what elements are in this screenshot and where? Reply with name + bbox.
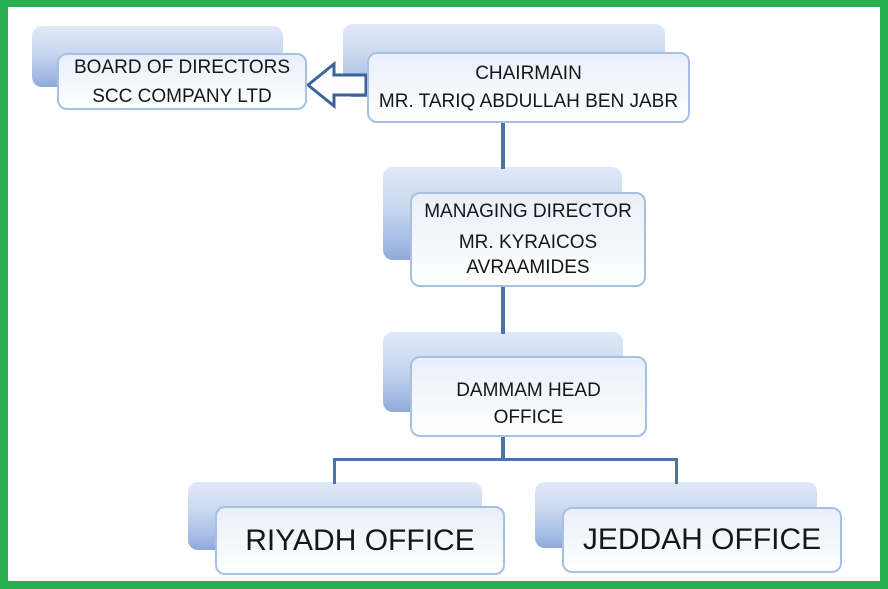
- board-node-box: BOARD OF DIRECTORS SCC COMPANY LTD: [57, 53, 307, 110]
- chairman-name: MR. TARIQ ABDULLAH BEN JABR: [378, 90, 679, 112]
- managing-director-name: MR. KYRAICOS AVRAAMIDES: [458, 232, 598, 278]
- connector-dammam-stub: [501, 436, 505, 460]
- riyadh-office-label: RIYADH OFFICE: [245, 523, 475, 557]
- chairman-title: CHAIRMAIN: [475, 62, 582, 84]
- board-line-2: SCC COMPANY LTD: [92, 85, 272, 107]
- connector-drop-riyadh: [333, 458, 336, 484]
- jeddah-office-node-box: JEDDAH OFFICE: [562, 507, 842, 573]
- connector-managing-dammam: [501, 286, 505, 334]
- riyadh-office-node-box: RIYADH OFFICE: [215, 506, 505, 575]
- dammam-office-label: DAMMAM HEAD OFFICE: [456, 379, 601, 428]
- connector-horizontal-bar: [333, 458, 678, 461]
- connector-chairman-managing: [501, 121, 505, 169]
- left-block-arrow-icon: [305, 60, 368, 110]
- jeddah-office-label: JEDDAH OFFICE: [582, 523, 822, 556]
- chairman-node-box: CHAIRMAIN MR. TARIQ ABDULLAH BEN JABR: [367, 52, 690, 123]
- managing-director-node-box: MANAGING DIRECTOR MR. KYRAICOS AVRAAMIDE…: [410, 192, 646, 287]
- dammam-office-node-box: DAMMAM HEAD OFFICE: [410, 356, 647, 437]
- connector-drop-jeddah: [675, 458, 678, 484]
- board-line-1: BOARD OF DIRECTORS: [73, 56, 291, 78]
- managing-director-title: MANAGING DIRECTOR: [424, 201, 632, 222]
